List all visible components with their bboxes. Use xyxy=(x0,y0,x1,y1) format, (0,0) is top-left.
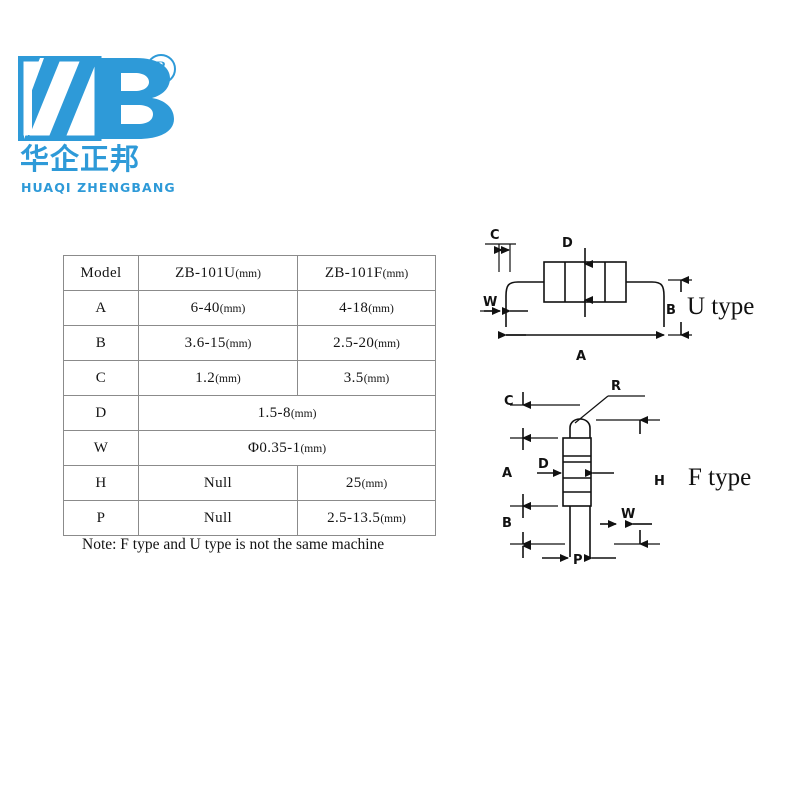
dimension-w-label: W xyxy=(483,295,497,310)
header-model-f-unit: (mm) xyxy=(382,267,409,280)
dimension-c-label: C xyxy=(490,228,500,243)
header-model-f: ZB-101F(mm) xyxy=(297,255,436,291)
dimension-d: D xyxy=(562,236,593,317)
row-value-f-unit: (mm) xyxy=(363,372,390,385)
header-model-u: ZB-101U(mm) xyxy=(138,255,298,291)
row-value-u: 6-40(mm) xyxy=(138,290,298,326)
row-value-f: 2.5-13.5(mm) xyxy=(297,500,436,536)
dimension-c-label: C xyxy=(504,394,514,409)
dimension-b: B xyxy=(502,502,531,558)
table-row: D 1.5-8(mm) xyxy=(63,395,436,431)
row-value-f-text: 4-18 xyxy=(339,299,369,316)
dimension-b-label: B xyxy=(502,516,512,531)
dimension-a: A xyxy=(502,434,531,510)
dimension-d-label: D xyxy=(562,236,573,251)
row-value-f-unit: (mm) xyxy=(361,477,388,490)
table-row: A 6-40(mm) 4-18(mm) xyxy=(63,290,436,326)
dimension-b-label: B xyxy=(666,303,676,318)
row-value-f-unit: (mm) xyxy=(368,302,394,315)
header-model-u-text: ZB-101U xyxy=(175,264,236,281)
zb-logo-icon xyxy=(18,56,174,141)
logo-chinese-name: 华企正邦 xyxy=(20,142,141,176)
row-value-f-unit: (mm) xyxy=(374,337,400,350)
dimension-a-label: A xyxy=(576,349,586,364)
f-type-extension-lines xyxy=(510,404,580,545)
row-value-f-unit: (mm) xyxy=(380,512,406,525)
row-value-u: 1.2(mm) xyxy=(138,360,298,396)
dimension-w: W xyxy=(600,507,652,528)
row-value-f-text: 2.5-20 xyxy=(333,334,375,351)
u-type-dimension-diagram: C D W A B U type xyxy=(480,228,754,364)
row-value-u-unit: (mm) xyxy=(215,372,241,385)
row-label: D xyxy=(63,395,139,431)
row-value-merged-text: 1.5-8 xyxy=(257,404,291,421)
row-label: C xyxy=(63,360,139,396)
row-value-u-text: 1.2 xyxy=(195,369,216,386)
row-value-u-unit: (mm) xyxy=(225,337,252,350)
row-value-merged-unit: (mm) xyxy=(300,442,327,455)
dimension-w-label: W xyxy=(621,507,635,522)
row-label: P xyxy=(63,500,139,536)
dimension-p-label: P xyxy=(573,553,583,568)
f-type-dimension-diagram: R C A B D W xyxy=(502,379,751,568)
table-header-row: Model ZB-101U(mm) ZB-101F(mm) xyxy=(63,255,436,291)
row-value-merged: Φ0.35-1(mm) xyxy=(138,430,436,466)
row-value-merged: 1.5-8(mm) xyxy=(138,395,436,431)
company-logo: R 华企正邦 HUAQI ZHENGBANG xyxy=(18,28,193,195)
table-row: P Null 2.5-13.5(mm) xyxy=(63,500,436,536)
row-value-f: 3.5(mm) xyxy=(297,360,436,396)
dimension-c: C xyxy=(504,392,531,442)
row-value-u: 3.6-15(mm) xyxy=(138,325,298,361)
f-type-component-body xyxy=(562,437,592,507)
row-value-f: 25(mm) xyxy=(297,465,436,501)
row-value-f-text: 25 xyxy=(345,474,362,491)
dimension-a-label: A xyxy=(502,466,512,481)
header-model-f-text: ZB-101F xyxy=(324,264,383,281)
specification-table: Model ZB-101U(mm) ZB-101F(mm) A 6-40(mm)… xyxy=(63,255,436,536)
row-value-u-text: Null xyxy=(203,474,233,491)
row-value-u-unit: (mm) xyxy=(219,302,246,315)
table-note: Note: F type and U type is not the same … xyxy=(82,536,385,553)
dimension-d: D xyxy=(537,457,614,477)
row-value-u: Null xyxy=(138,500,298,536)
u-type-leads xyxy=(505,281,665,327)
table-row: H Null 25(mm) xyxy=(63,465,436,501)
dimension-a: A xyxy=(498,331,665,364)
row-value-u-text: 6-40 xyxy=(190,299,220,316)
row-value-merged-unit: (mm) xyxy=(290,407,317,420)
header-model-u-unit: (mm) xyxy=(235,267,261,280)
table-row: B 3.6-15(mm) 2.5-20(mm) xyxy=(63,325,436,361)
dimension-p: P xyxy=(542,553,616,568)
row-value-u-text: Null xyxy=(203,509,233,526)
row-label: H xyxy=(63,465,139,501)
row-value-u-text: 3.6-15 xyxy=(184,334,226,351)
table-row: W Φ0.35-1(mm) xyxy=(63,430,436,466)
u-type-component-body xyxy=(543,261,627,303)
row-value-merged-text: Φ0.35-1 xyxy=(247,439,301,456)
row-value-f: 2.5-20(mm) xyxy=(297,325,436,361)
dimension-r-label: R xyxy=(611,379,621,394)
row-value-f: 4-18(mm) xyxy=(297,290,436,326)
dimension-r: R xyxy=(574,379,645,424)
f-type-title: F type xyxy=(688,464,751,491)
header-model: Model xyxy=(63,255,139,291)
row-label: A xyxy=(63,290,139,326)
dimension-h-label: H xyxy=(654,474,665,489)
dimension-w: W xyxy=(480,295,528,315)
dimension-b: B xyxy=(666,276,692,339)
dimension-c: C xyxy=(485,228,516,272)
row-value-f-text: 2.5-13.5 xyxy=(327,509,381,526)
row-value-u: Null xyxy=(138,465,298,501)
dimension-h: H xyxy=(596,416,665,548)
row-label: B xyxy=(63,325,139,361)
dimension-d-label: D xyxy=(538,457,549,472)
u-type-title: U type xyxy=(687,293,754,320)
logo-english-name: HUAQI ZHENGBANG xyxy=(21,180,176,195)
table-row: C 1.2(mm) 3.5(mm) xyxy=(63,360,436,396)
row-value-f-text: 3.5 xyxy=(343,369,364,386)
row-label: W xyxy=(63,430,139,466)
